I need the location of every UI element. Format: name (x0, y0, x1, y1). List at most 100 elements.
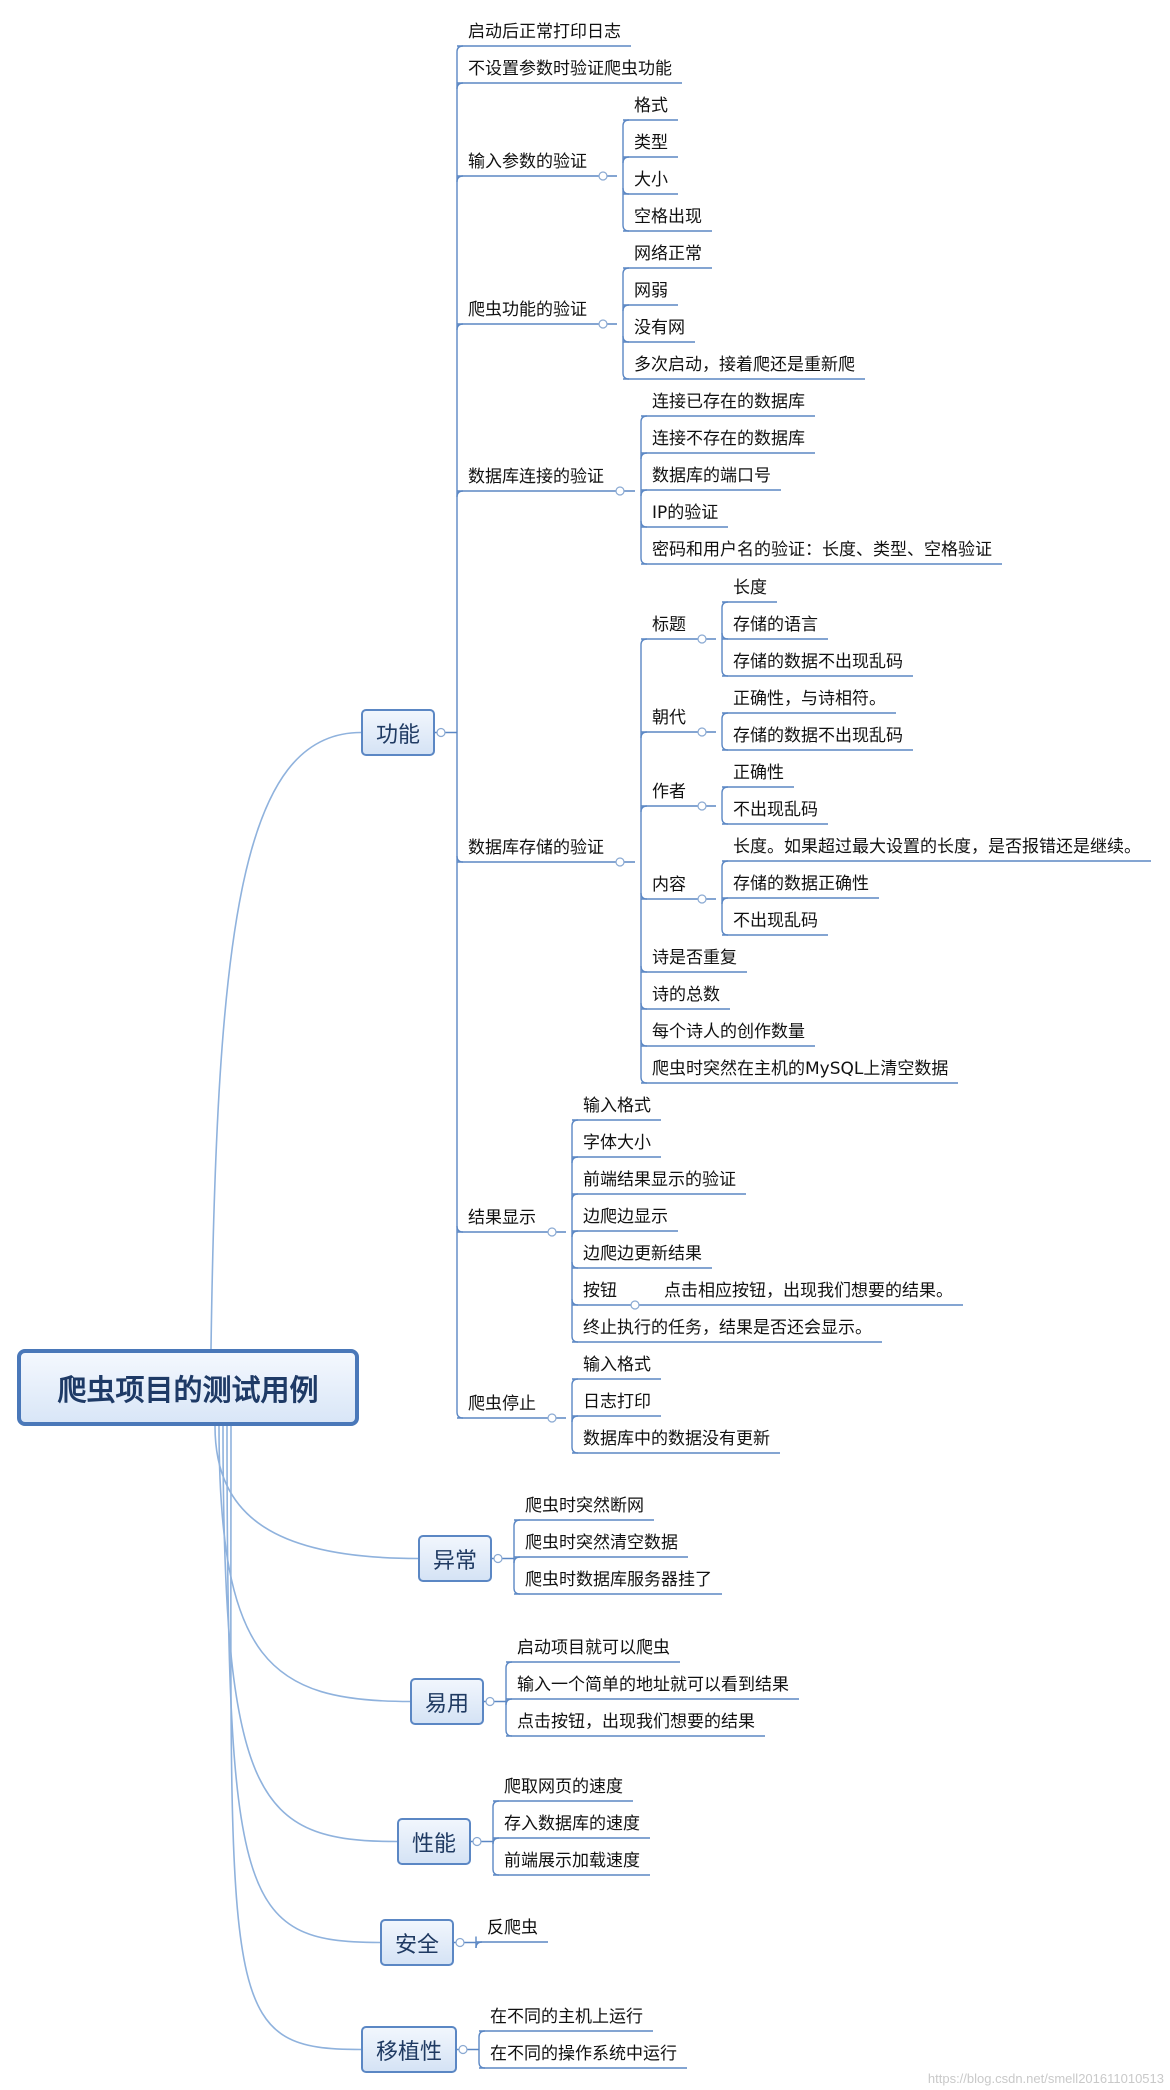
elbow (492, 1837, 500, 1845)
leaf[interactable]: 密码和用户名的验证：长度、类型、空格验证 (652, 540, 992, 560)
leaf[interactable]: 存入数据库的速度 (504, 1814, 640, 1834)
collapse-icon (697, 801, 707, 811)
leaf[interactable]: 前端结果显示的验证 (583, 1170, 736, 1190)
leaf[interactable]: 爬虫时突然清空数据 (525, 1533, 678, 1553)
leaf[interactable]: IP的验证 (652, 503, 719, 523)
elbow (721, 632, 729, 640)
leaf[interactable]: 连接已存在的数据库 (652, 392, 805, 412)
leaf[interactable]: 存储的数据不出现乱码 (733, 652, 903, 672)
leaf[interactable]: 大小 (634, 170, 668, 190)
branch-usability[interactable]: 易用 (410, 1678, 484, 1725)
leaf[interactable]: 在不同的主机上运行 (490, 2007, 643, 2027)
branch-curve (230, 1425, 362, 2051)
elbow (571, 1230, 579, 1238)
elbow (622, 267, 630, 275)
elbow (571, 1261, 579, 1269)
leaf[interactable]: 网弱 (634, 281, 668, 301)
collapse-icon (615, 857, 625, 867)
elbow (721, 928, 729, 936)
elbow (721, 817, 729, 825)
collapse-icon (547, 1227, 557, 1237)
leaf[interactable]: 爬虫时突然断网 (525, 1496, 644, 1516)
leaf[interactable]: 正确性，与诗相符。 (733, 689, 886, 709)
elbow (640, 1039, 648, 1047)
subtopic-result[interactable]: 结果显示 (468, 1208, 536, 1228)
elbow (640, 805, 648, 813)
func-leaf[interactable]: 不设置参数时验证爬虫功能 (468, 59, 672, 79)
leaf[interactable]: 连接不存在的数据库 (652, 429, 805, 449)
leaf[interactable]: 日志打印 (583, 1392, 651, 1412)
elbow (571, 1335, 579, 1343)
leaf[interactable]: 边爬边更新结果 (583, 1244, 702, 1264)
elbow (505, 1729, 513, 1737)
leaf[interactable]: 存储的数据不出现乱码 (733, 726, 903, 746)
root-topic[interactable]: 爬虫项目的测试用例 (17, 1349, 359, 1426)
subtopic-stop[interactable]: 爬虫停止 (468, 1394, 536, 1414)
leaf[interactable]: 输入一个简单的地址就可以看到结果 (517, 1675, 789, 1695)
subtopic-crawl[interactable]: 爬虫功能的验证 (468, 300, 587, 320)
leaf[interactable]: 存储的数据正确性 (733, 874, 869, 894)
collapse-icon (485, 1696, 495, 1707)
leaf[interactable]: 存储的语言 (733, 615, 818, 635)
subtopic-dbstore[interactable]: 数据库存储的验证 (468, 838, 604, 858)
branch-exception[interactable]: 异常 (418, 1535, 492, 1582)
subtopic-author[interactable]: 作者 (652, 782, 686, 802)
watermark: https://blog.csdn.net/smell201611010513 (927, 2071, 1164, 2086)
leaf[interactable]: 反爬虫 (487, 1918, 538, 1938)
func-leaf[interactable]: 启动后正常打印日志 (468, 22, 621, 42)
elbow (622, 187, 630, 195)
leaf[interactable]: 终止执行的任务，结果是否还会显示。 (583, 1318, 872, 1338)
leaf[interactable]: 输入格式 (583, 1096, 651, 1116)
subtopic-dynasty[interactable]: 朝代 (652, 708, 686, 728)
leaf[interactable]: 诗的总数 (652, 985, 720, 1005)
leaf[interactable]: 空格出现 (634, 207, 702, 227)
leaf[interactable]: 点击相应按钮，出现我们想要的结果。 (664, 1281, 953, 1301)
leaf[interactable]: 不出现乱码 (733, 911, 818, 931)
leaf[interactable]: 每个诗人的创作数量 (652, 1022, 805, 1042)
elbow (456, 323, 464, 331)
leaf[interactable]: 长度。如果超过最大设置的长度，是否报错还是继续。 (733, 837, 1141, 857)
branch-security[interactable]: 安全 (380, 1919, 454, 1966)
collapse-icon (615, 486, 625, 496)
elbow (622, 304, 630, 312)
subtopic-input[interactable]: 输入参数的验证 (468, 152, 587, 172)
subtopic-title[interactable]: 标题 (652, 615, 686, 635)
leaf[interactable]: 正确性 (733, 763, 784, 783)
leaf[interactable]: 爬取网页的速度 (504, 1777, 623, 1797)
leaf[interactable]: 不出现乱码 (733, 800, 818, 820)
leaf[interactable]: 在不同的操作系统中运行 (490, 2044, 677, 2064)
leaf[interactable]: 边爬边显示 (583, 1207, 668, 1227)
collapse-icon (547, 1413, 557, 1423)
leaf[interactable]: 类型 (634, 133, 668, 153)
subtopic-dbconn[interactable]: 数据库连接的验证 (468, 467, 604, 487)
collapse-icon (458, 2044, 468, 2055)
leaf[interactable]: 数据库中的数据没有更新 (583, 1429, 770, 1449)
leaf[interactable]: 点击按钮，出现我们想要的结果 (517, 1712, 755, 1732)
elbow (456, 855, 464, 863)
collapse-icon (472, 1836, 482, 1847)
leaf[interactable]: 诗是否重复 (652, 948, 737, 968)
elbow (478, 2061, 486, 2069)
leaf[interactable]: 爬虫时数据库服务器挂了 (525, 1570, 712, 1590)
branch-portability[interactable]: 移植性 (361, 2026, 457, 2073)
leaf[interactable]: 网络正常 (634, 244, 702, 264)
leaf[interactable]: 字体大小 (583, 1133, 651, 1153)
leaf[interactable]: 输入格式 (583, 1355, 651, 1375)
leaf[interactable]: 多次启动，接着爬还是重新爬 (634, 355, 855, 375)
elbow (622, 335, 630, 343)
leaf[interactable]: 爬虫时突然在主机的MySQL上清空数据 (652, 1059, 949, 1079)
branch-performance[interactable]: 性能 (397, 1818, 471, 1865)
collapse-icon (630, 1300, 640, 1310)
subtopic-button[interactable]: 按钮 (583, 1281, 617, 1301)
subtopic-content[interactable]: 内容 (652, 875, 686, 895)
leaf[interactable]: 启动项目就可以爬虫 (517, 1638, 670, 1658)
leaf[interactable]: 没有网 (634, 318, 685, 338)
leaf[interactable]: 长度 (733, 578, 767, 598)
elbow (571, 1298, 579, 1306)
branch-function[interactable]: 功能 (361, 709, 435, 756)
leaf[interactable]: 前端展示加载速度 (504, 1851, 640, 1871)
leaf[interactable]: 数据库的端口号 (652, 466, 771, 486)
branch-curve (222, 1425, 398, 1843)
leaf[interactable]: 格式 (634, 96, 668, 116)
